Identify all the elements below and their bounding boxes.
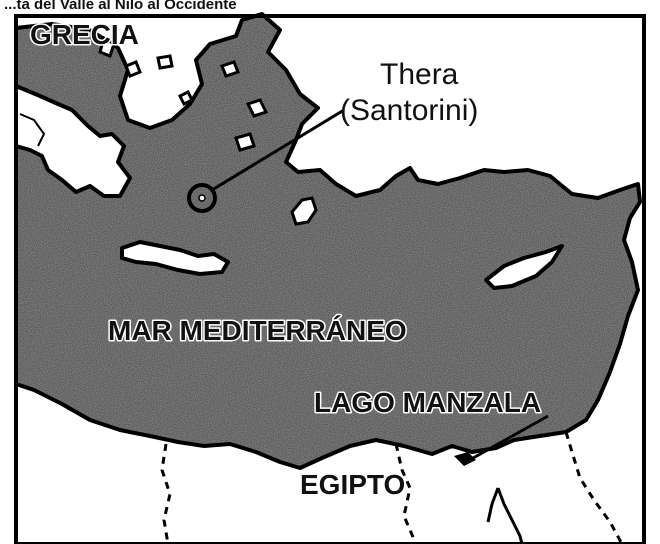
- crete-island: [120, 240, 230, 276]
- map-frame: [14, 14, 646, 544]
- lake-manzala-marker: [454, 452, 476, 466]
- nile-river: [486, 487, 524, 544]
- thera-marker: [187, 183, 217, 213]
- sea-area: [15, 12, 642, 470]
- header-text: ...ta del Valle al Nilo al Occidente: [4, 0, 237, 13]
- rhodes-island: [290, 196, 318, 226]
- label-sea: MAR MEDITERRÁNEO: [108, 315, 407, 346]
- label-thera: Thera: [380, 58, 459, 91]
- greece-peninsula: [14, 84, 132, 198]
- lake-callout-line: [465, 414, 549, 464]
- thera-island-dot: [198, 194, 206, 202]
- cyprus-island: [484, 244, 564, 290]
- label-santorini: (Santorini): [340, 94, 478, 127]
- label-grecia: GRECIA: [30, 19, 139, 50]
- egypt-borders: [160, 431, 624, 544]
- thera-callout-line: [211, 108, 345, 192]
- label-egypt: EGIPTO: [300, 469, 405, 500]
- aegean-islands: [98, 35, 269, 152]
- label-lake-manzala: LAGO MANZALA: [314, 387, 541, 418]
